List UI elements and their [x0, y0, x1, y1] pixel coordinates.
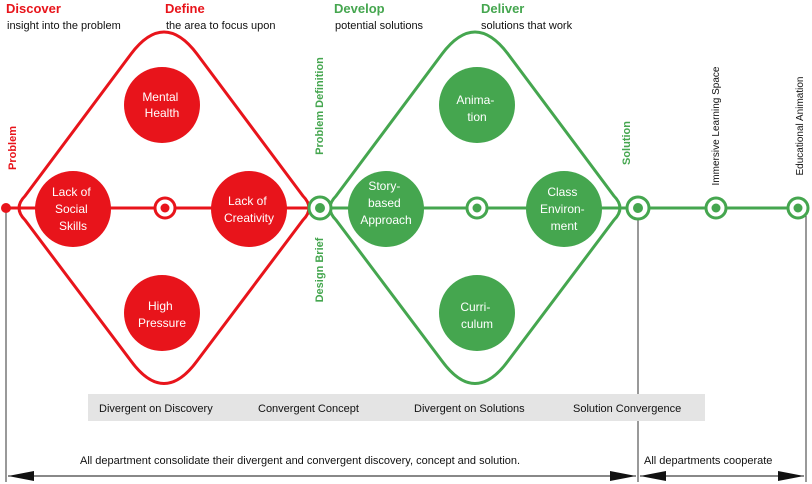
label-immersive-learning-space: Immersive Learning Space: [711, 66, 722, 185]
bottom-left-arrow-head-right: [610, 471, 636, 481]
bottom-left-caption: All department consolidate their diverge…: [80, 455, 520, 467]
bottom-left-arrow-head-left: [8, 471, 34, 481]
node-lack-of-creativity: [211, 171, 287, 247]
node-lack-of-social-skills: [35, 171, 111, 247]
node-high-pressure-label: High Pressure: [138, 299, 186, 330]
bottom-right-arrow-head-left: [640, 471, 666, 481]
node-story-based-approach: [348, 171, 424, 247]
bottom-right-caption: All departments cooperate: [644, 455, 772, 467]
green-center-dot: [472, 203, 482, 213]
node-curriculum: [439, 275, 515, 351]
phase-subtitle-define: the area to focus upon: [166, 20, 275, 32]
phase-title-deliver: Deliver: [481, 1, 524, 16]
red-center-dot: [160, 203, 170, 213]
bottom-right-arrow-head-right: [778, 471, 804, 481]
strip-solution-convergence: Solution Convergence: [573, 403, 681, 415]
node-class-environment: [526, 171, 602, 247]
node-lack-of-social-skills-label: Lack of Social Skills: [52, 185, 94, 233]
label-solution: Solution: [621, 121, 633, 165]
red-diamond-outline: [17, 30, 311, 385]
strip-convergent-concept: Convergent Concept: [258, 403, 359, 415]
phase-title-develop: Develop: [334, 1, 385, 16]
phase-subtitle-deliver: solutions that work: [481, 20, 573, 32]
label-problem-definition: Problem Definition: [314, 57, 326, 155]
problem-node: [1, 203, 11, 213]
phase-strip: [88, 394, 705, 421]
green-diamond-outline: [328, 30, 622, 385]
strip-divergent-solutions: Divergent on Solutions: [414, 403, 525, 415]
label-design-brief: Design Brief: [314, 237, 326, 302]
node-story-based-approach-label: Story- based Approach: [360, 179, 411, 227]
phase-subtitle-discover: insight into the problem: [7, 20, 121, 32]
solution-dot: [633, 203, 643, 213]
node-class-environment-label: Class Environ- ment: [540, 185, 588, 233]
node-animation: [439, 67, 515, 143]
node-animation-label: Anima- tion: [456, 93, 497, 124]
node-lack-of-creativity-label: Lack of Creativity: [224, 194, 274, 225]
node-mental-health: [124, 67, 200, 143]
node-high-pressure: [124, 275, 200, 351]
label-educational-animation: Educational Animation: [795, 77, 806, 176]
design-brief-dot: [315, 203, 325, 213]
phase-subtitle-develop: potential solutions: [335, 20, 424, 32]
immersive-dot: [711, 203, 721, 213]
label-problem: Problem: [7, 126, 19, 170]
node-curriculum-label: Curri- culum: [460, 300, 493, 331]
node-mental-health-label: Mental Health: [142, 90, 181, 120]
phase-title-define: Define: [165, 1, 205, 16]
phase-title-discover: Discover: [6, 1, 61, 16]
educational-dot: [793, 203, 803, 213]
strip-divergent-discovery: Divergent on Discovery: [99, 403, 213, 415]
